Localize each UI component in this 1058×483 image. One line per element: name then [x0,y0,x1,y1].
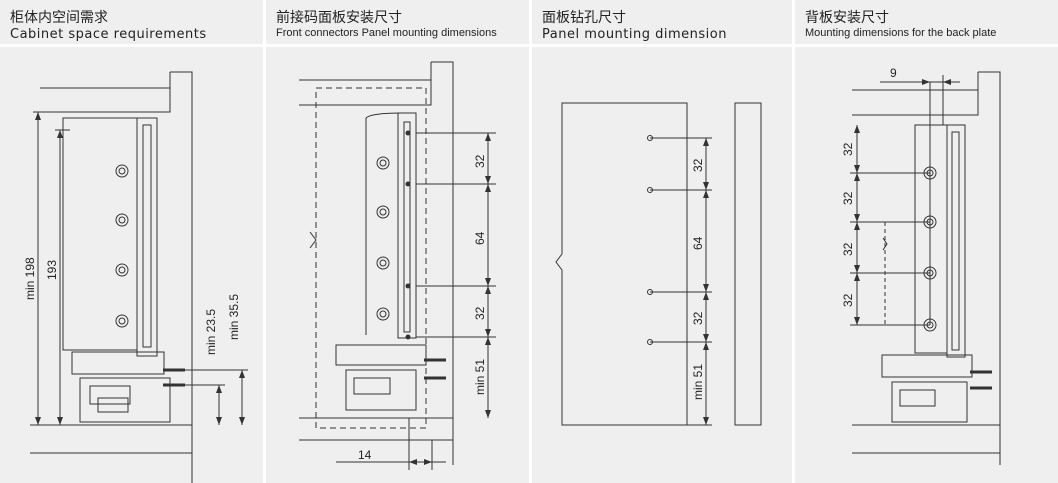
dim-min23: min 23.5 [204,309,218,355]
panel-body [795,47,1058,483]
dim-32-a: 32 [841,142,855,156]
panel-back-plate: 背板安装尺寸 Mounting dimensions for the back … [795,0,1058,483]
panel-title-zh: 柜体内空间需求 [10,10,108,26]
back-plate-drawing: 9 32 32 32 32 [841,66,1001,465]
panel-header: 柜体内空间需求 Cabinet space requirements [0,0,263,44]
dim-64: 64 [473,231,487,245]
panel-drilling-drawing: 32 64 32 min 51 [555,102,762,426]
panel-header: 面板钻孔尺寸 Panel mounting dimension [532,0,792,44]
panel-title-en: Front connectors Panel mounting dimensio… [276,27,497,39]
dim-min51: min 51 [473,359,487,395]
front-connectors-drawing: 32 64 32 min 51 14 [299,61,496,470]
panel-title-en: Mounting dimensions for the back plate [805,27,997,39]
dim-32-bottom: 32 [473,306,487,320]
dim-193: 193 [45,260,59,280]
panel-header: 背板安装尺寸 Mounting dimensions for the back … [795,0,1058,44]
dim-14: 14 [358,448,372,462]
panel-title-zh: 背板安装尺寸 [805,10,889,26]
dim-32-d: 32 [841,293,855,307]
dim-32-bottom: 32 [691,311,705,325]
dim-32-top: 32 [691,158,705,172]
panel-title-zh: 前接码面板安装尺寸 [276,10,402,26]
cabinet-space-drawing: min 198 193 min 23.5 min 35.5 [23,71,248,483]
dim-min51: min 51 [691,364,705,400]
panel-title-zh: 面板钻孔尺寸 [542,10,626,26]
dim-64: 64 [691,236,705,250]
dim-32-b: 32 [841,191,855,205]
dim-min198: min 198 [23,257,37,300]
panel-title-en: Panel mounting dimension [542,27,727,42]
dim-min35: min 35.5 [227,294,241,340]
panel-front-connectors: 前接码面板安装尺寸 Front connectors Panel mountin… [266,0,529,483]
panel-body [532,47,792,483]
panel-title-en: Cabinet space requirements [10,27,207,42]
panel-header: 前接码面板安装尺寸 Front connectors Panel mountin… [266,0,529,44]
panel-cabinet-space: 柜体内空间需求 Cabinet space requirements [0,0,263,483]
dim-32-c: 32 [841,242,855,256]
panel-mounting-dimension: 面板钻孔尺寸 Panel mounting dimension [532,0,792,483]
dim-32-top: 32 [473,154,487,168]
dim-9: 9 [890,66,897,80]
